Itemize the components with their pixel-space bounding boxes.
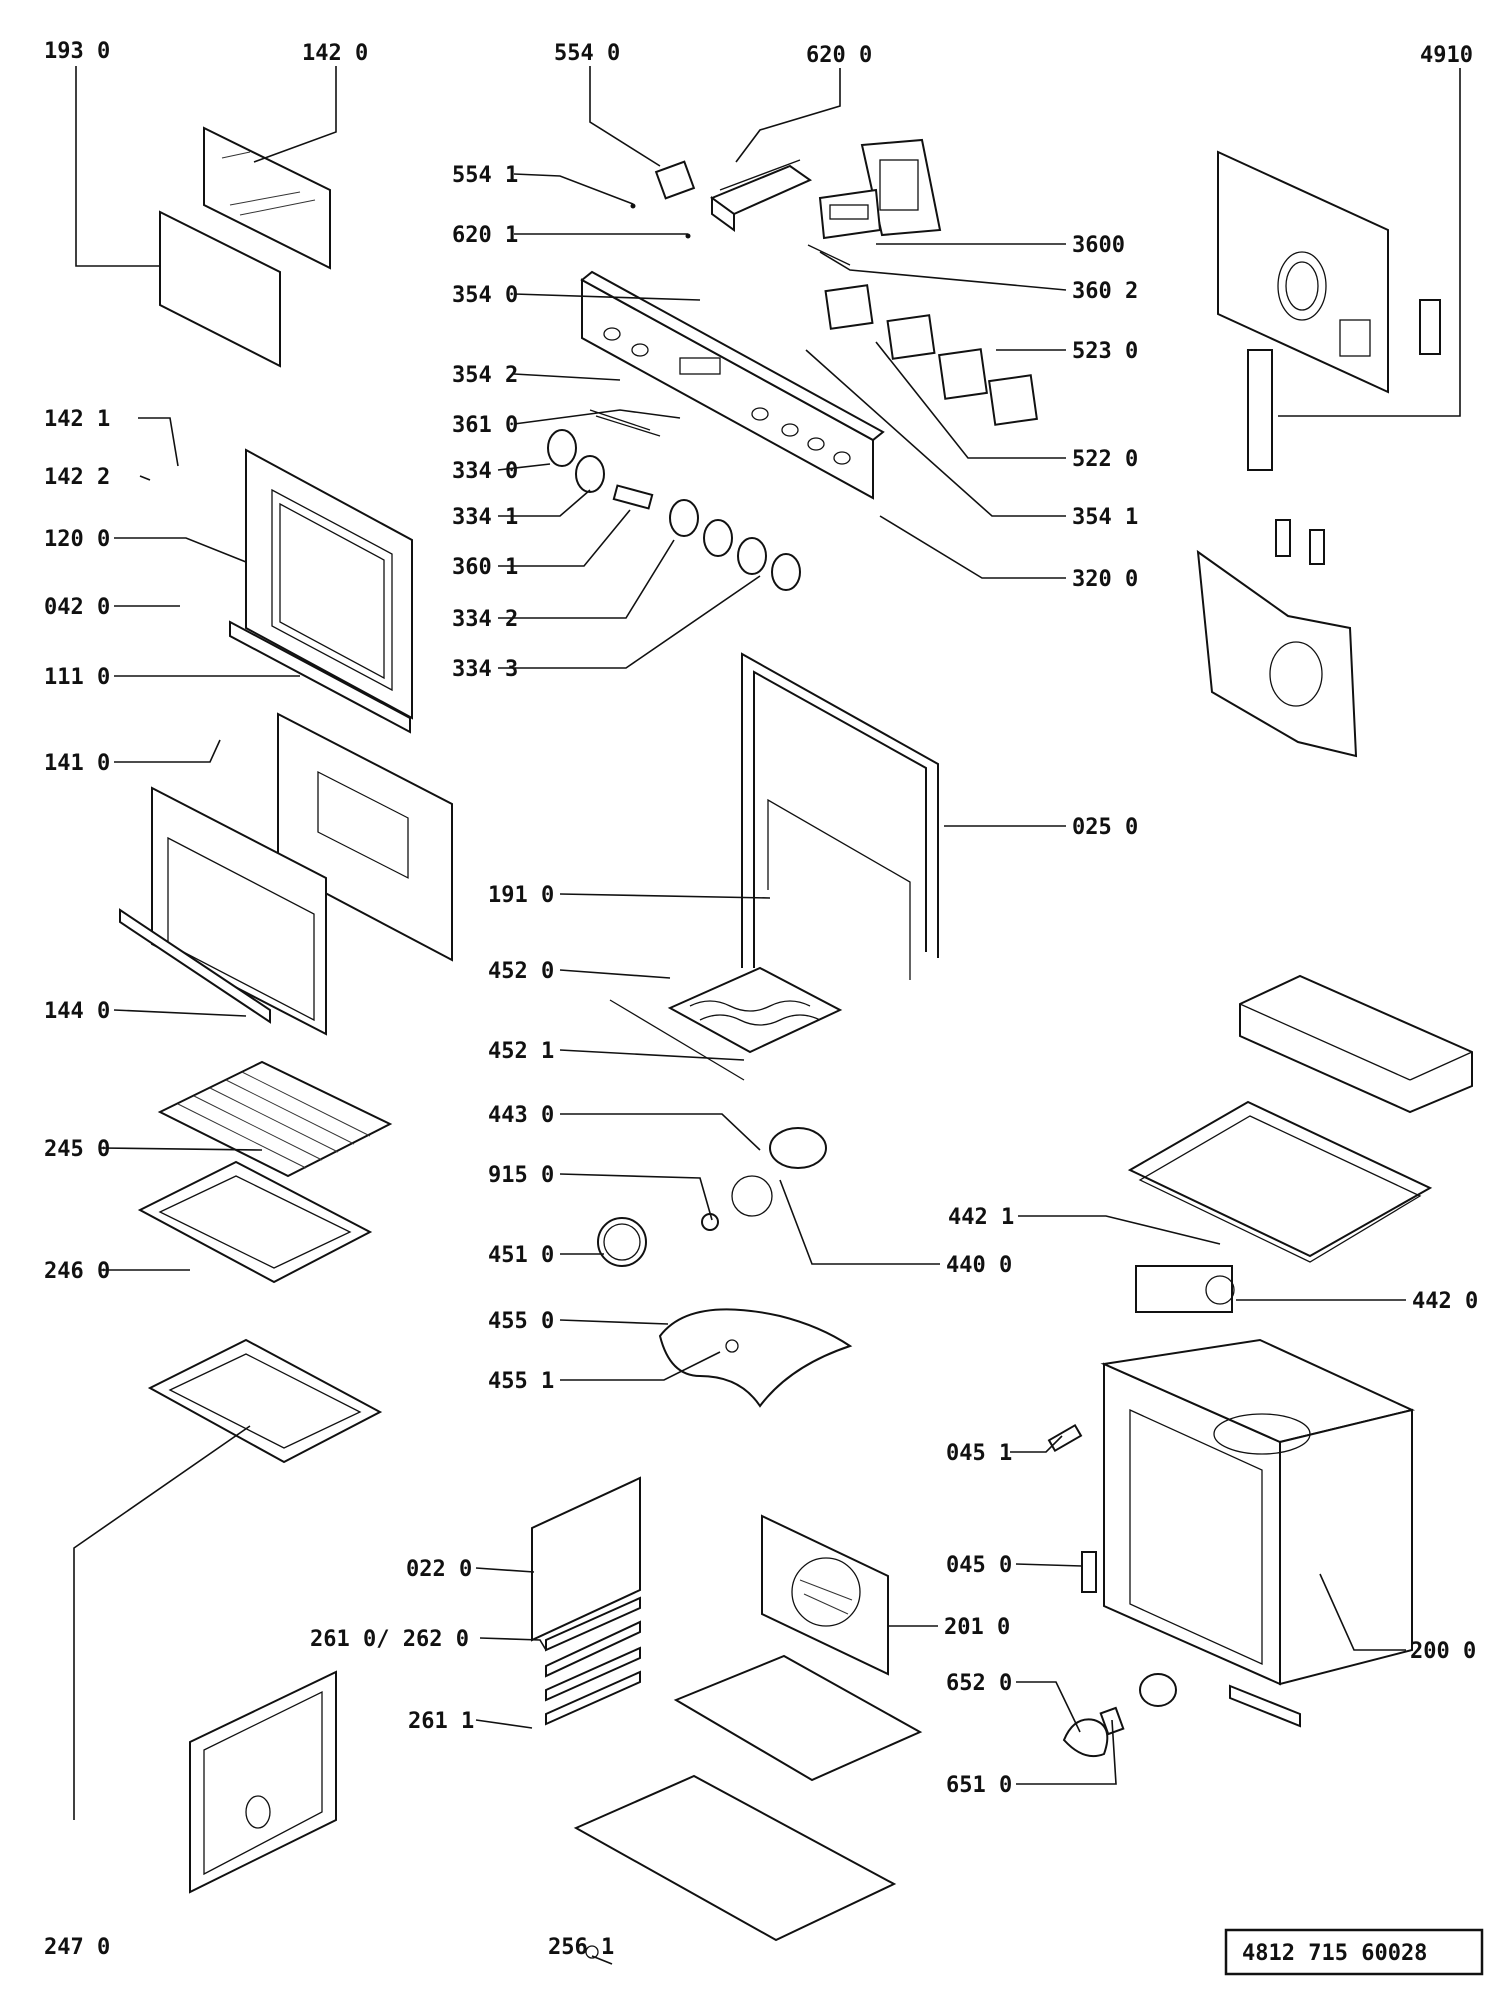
programmer-bracket-drawing [807,138,942,266]
rotary-switches-drawing [824,284,1038,426]
label-191-0: 191 0 [488,883,554,908]
document-reference-box: 4812 715 60028 [1224,1928,1484,1976]
door-catch-drawing [1047,1423,1097,1593]
label-334-1: 334 1 [452,505,518,530]
leader-lines [73,66,1461,1965]
label-334-0: 334 0 [452,459,518,484]
label-360-2: 360 2 [1072,279,1138,304]
baking-tray-drawing [137,1160,373,1284]
drip-pan-drawing [147,1338,383,1464]
terminal-block-drawing [630,159,813,239]
label-452-0: 452 0 [488,959,554,984]
label-455-0: 455 0 [488,1309,554,1334]
label-442-1: 442 1 [948,1205,1014,1230]
label-201-0: 201 0 [944,1615,1010,1640]
label-200-0: 200 0 [1410,1639,1476,1664]
label-142-1: 142 1 [44,407,110,432]
label-354-2: 354 2 [452,363,518,388]
label-440-0: 440 0 [946,1253,1012,1278]
label-523-0: 523 0 [1072,339,1138,364]
inner-door-glass-drawing [159,126,331,368]
label-554-0: 554 0 [554,41,620,66]
grill-element-drawing [658,1308,853,1408]
door-frame-drawing [245,448,413,720]
label-442-0: 442 0 [1412,1289,1478,1314]
back-plate-drawing [531,1476,641,1642]
label-142-2: 142 2 [44,465,110,490]
label-491-0: 4910 [1420,43,1473,68]
label-915-0: 915 0 [488,1163,554,1188]
label-320-0: 320 0 [1072,567,1138,592]
label-651-0: 651 0 [946,1773,1012,1798]
label-451-0: 451 0 [488,1243,554,1268]
heating-element-drawing [609,966,843,1081]
label-455-1: 455 1 [488,1369,554,1394]
side-panel-drawing [189,1670,337,1894]
rear-panel-drawing [1217,150,1441,471]
label-261-0-262-0: 261 0/ 262 0 [310,1627,469,1652]
wire-shelf-drawing [157,1060,393,1178]
label-620-0: 620 0 [806,43,872,68]
label-354-1: 354 1 [1072,505,1138,530]
label-443-0: 443 0 [488,1103,554,1128]
label-354-0: 354 0 [452,283,518,308]
label-334-3: 334 3 [452,657,518,682]
label-045-0: 045 0 [946,1553,1012,1578]
label-045-1: 045 1 [946,1441,1012,1466]
door-hinge-bar-drawing [119,908,271,1024]
label-261-1: 261 1 [408,1709,474,1734]
door-trim-drawing [229,620,411,734]
label-245-0: 245 0 [44,1137,110,1162]
label-142-0: 142 0 [302,41,368,66]
label-144-0: 144 0 [44,999,110,1024]
label-452-1: 452 1 [488,1039,554,1064]
oven-lamp-drawing [1062,1673,1301,1758]
label-256-1: 256 1 [548,1935,614,1960]
label-111-0: 111 0 [44,665,110,690]
label-361-0: 361 0 [452,413,518,438]
document-reference-number: 4812 715 60028 [1242,1941,1427,1966]
label-141-0: 141 0 [44,751,110,776]
label-042-0: 042 0 [44,595,110,620]
label-247-0: 247 0 [44,1935,110,1960]
top-plate-drawing [1127,1100,1433,1313]
top-cover-drawing [1239,974,1473,1114]
label-334-2: 334 2 [452,607,518,632]
label-193-0: 193 0 [44,39,110,64]
fan-bracket-drawing [1196,519,1358,758]
label-360-1: 360 1 [452,555,518,580]
label-025-0: 025 0 [1072,815,1138,840]
label-522-0: 522 0 [1072,447,1138,472]
control-knobs-drawing [547,409,801,591]
label-120-0: 120 0 [44,527,110,552]
door-glass-panels-drawing [151,712,453,1036]
bottom-plates-drawing [573,1654,923,1959]
control-panel-drawing [580,270,885,500]
fan-motor-drawing [597,1127,827,1267]
label-246-0: 246 0 [44,1259,110,1284]
label-554-1: 554 1 [452,163,518,188]
part-labels: 193 0 142 0 554 0 620 0 4910 554 1 620 1… [44,39,1478,1960]
label-652-0: 652 0 [946,1671,1012,1696]
side-rails-drawing [545,1596,641,1726]
label-620-1: 620 1 [452,223,518,248]
cavity-frame-drawing [741,652,939,980]
label-022-0: 022 0 [406,1557,472,1582]
oven-cavity-drawing [1100,1338,1416,1686]
label-360-0: 3600 [1072,233,1125,258]
rear-cavity-panel-drawing [761,1514,889,1676]
